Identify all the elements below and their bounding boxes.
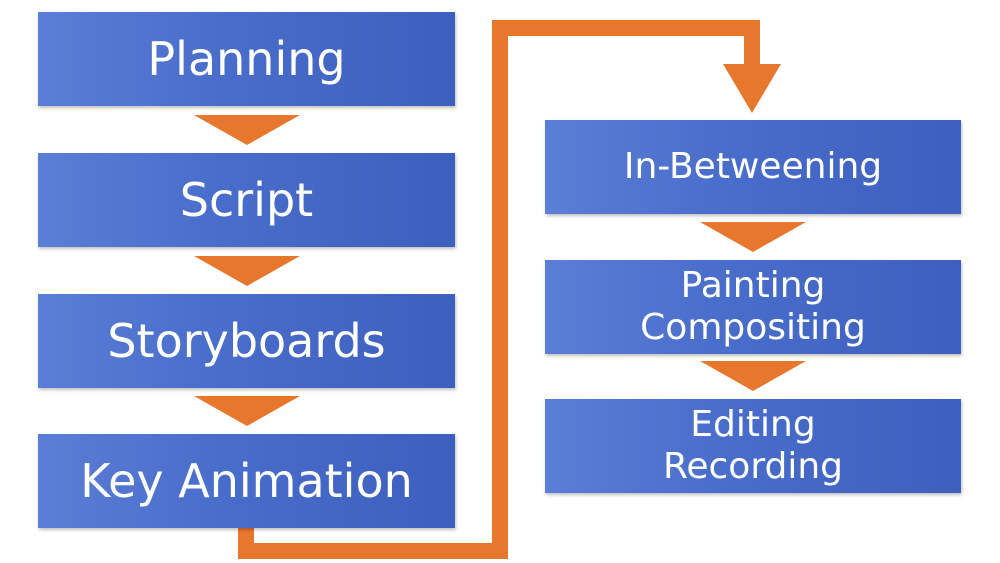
step-label-line-2: Compositing <box>640 307 866 348</box>
step-label: In-Betweening <box>623 145 883 187</box>
step-label-line-1: Painting <box>680 264 826 306</box>
down-arrow-icon <box>194 396 300 426</box>
down-arrow-icon <box>194 256 300 286</box>
step-in-betweening: In-Betweening <box>545 120 961 214</box>
down-arrow-icon <box>700 361 806 391</box>
step-label: Planning <box>147 31 346 86</box>
step-painting-compositing: Painting Compositing <box>545 260 961 354</box>
step-label-line-1: Editing <box>690 403 816 445</box>
step-label-line-2: Recording <box>662 446 844 487</box>
step-label: Storyboards <box>107 313 386 368</box>
step-label: Key Animation <box>80 453 413 508</box>
step-label: Script <box>179 172 314 227</box>
step-storyboards: Storyboards <box>38 294 455 388</box>
step-editing-recording: Editing Recording <box>545 399 961 493</box>
step-key-animation: Key Animation <box>38 434 455 528</box>
down-arrow-icon <box>194 115 300 145</box>
step-script: Script <box>38 153 455 247</box>
connector-arrowhead <box>723 64 781 113</box>
connector-line <box>238 20 760 559</box>
step-planning: Planning <box>38 12 455 106</box>
down-arrow-icon <box>700 222 806 252</box>
